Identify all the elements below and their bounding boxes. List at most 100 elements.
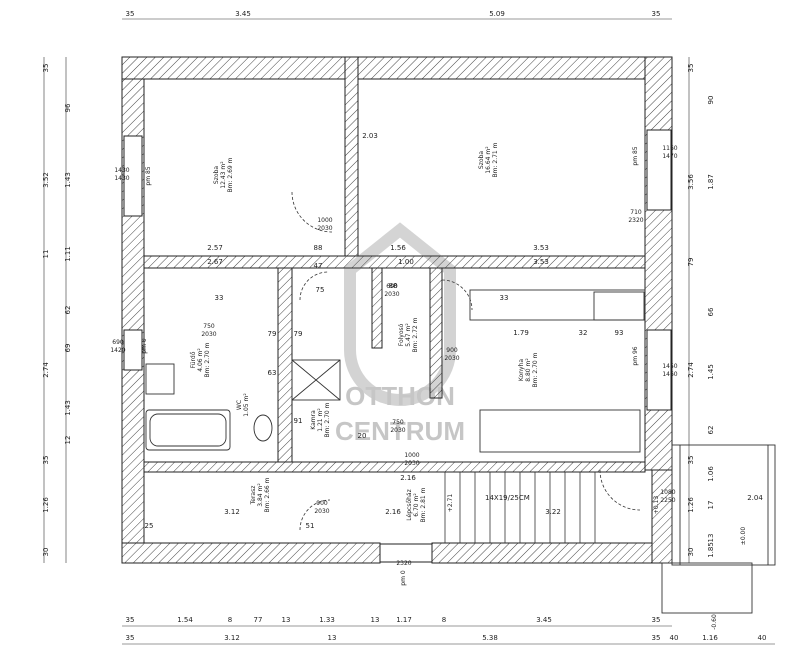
wall-chamber — [371, 267, 383, 349]
dim-interior: 93 — [615, 329, 624, 337]
dim-interior: 20 — [358, 432, 367, 440]
door-swing-hall — [299, 499, 331, 531]
dim-left: 69 — [64, 344, 72, 353]
dim-left: 35 — [42, 456, 50, 465]
opening-size: 2030 — [390, 427, 405, 434]
fixtures — [145, 289, 646, 453]
dim-interior: 2.03 — [362, 132, 378, 140]
level-mark: +0.13 — [653, 496, 660, 515]
parapet-height: pm 0 — [141, 338, 148, 354]
dim-interior: 2.67 — [207, 258, 223, 266]
dim-right: 1.45 — [707, 364, 715, 380]
opening-size: 1160 — [662, 145, 677, 152]
dim-interior: 88 — [389, 282, 398, 290]
opening-labels: 1430143011601470100020307102320690142075… — [110, 145, 747, 630]
opening-size: 1460 — [662, 371, 677, 378]
opening-size: 2250 — [660, 497, 675, 504]
dim-interior: 75 — [316, 286, 325, 294]
dim-bottom: 35 — [126, 634, 135, 642]
dim-right: 62 — [707, 426, 715, 435]
watermark-line1: OTTHON — [345, 381, 455, 411]
door-swing-terrace — [599, 469, 641, 511]
dim-right: 1.06 — [707, 466, 715, 482]
dim-bottom: 3.12 — [224, 634, 240, 642]
dim-bottom: 8 — [228, 616, 232, 624]
dim-left: 62 — [64, 306, 72, 315]
dim-right: 35 — [687, 456, 695, 465]
dim-bottom: 1.54 — [177, 616, 193, 624]
room-area: 5.47 m² — [405, 323, 412, 347]
opening-size: 2030 — [444, 355, 459, 362]
opening-size: 2320 — [396, 560, 411, 567]
opening-size: 1000 — [317, 217, 332, 224]
dim-interior: 3.12 — [224, 508, 240, 516]
room-height: Bm: 2.70 m — [324, 402, 331, 437]
dim-interior: 2.57 — [207, 244, 223, 252]
dim-top: 35 — [126, 10, 135, 18]
room-area: 16.64 m² — [485, 146, 492, 174]
dim-left: 30 — [42, 548, 50, 557]
dim-interior: 25 — [145, 522, 154, 530]
dim-bottom: 1.33 — [319, 616, 335, 624]
opening-size: 2030 — [384, 291, 399, 298]
room-name: Konyha — [518, 359, 525, 381]
kitchen-sink — [593, 291, 645, 321]
dim-interior: 79 — [294, 330, 303, 338]
opening-size: 600 — [386, 283, 398, 290]
dim-right: 66 — [707, 307, 715, 316]
room-height: Bm: 2.69 m — [227, 157, 234, 192]
wall-interior-north — [344, 56, 359, 258]
opening-size: 2030 — [201, 331, 216, 338]
wall-kitchen — [429, 267, 443, 399]
room-area: 4.06 m² — [197, 348, 204, 372]
dim-bottom: 13 — [328, 634, 337, 642]
door-swing-bath — [299, 271, 329, 301]
dim-top: 5.09 — [489, 10, 505, 18]
room-name: Terasz — [250, 486, 257, 506]
bathtub — [145, 409, 231, 451]
dim-right: 30 — [687, 548, 695, 557]
doors — [291, 191, 641, 531]
opening-size: 710 — [630, 209, 642, 216]
room-name: Lépcsőház — [406, 489, 413, 520]
opening-size: 2030 — [314, 508, 329, 515]
door-swing-bedroom — [291, 191, 333, 233]
level-mark: +2.71 — [447, 494, 454, 513]
staircase — [444, 472, 596, 543]
opening-size: 1450 — [662, 363, 677, 370]
room-name: Szoba — [213, 166, 220, 184]
dim-bottom: 35 — [652, 634, 661, 642]
opening-size: 2030 — [404, 460, 419, 467]
washbasin — [145, 363, 175, 395]
kitchen-counter — [469, 289, 646, 321]
dim-bottom: 40 — [758, 634, 767, 642]
dim-bottom: 35 — [126, 616, 135, 624]
windows — [123, 129, 672, 563]
dim-right: 3.56 — [687, 174, 695, 190]
room-area: 12.43 m² — [220, 161, 227, 189]
balcony — [661, 444, 776, 614]
opening-size: 750 — [392, 419, 404, 426]
dim-left: 35 — [42, 64, 50, 73]
opening-size: 1470 — [662, 153, 677, 160]
opening-size: 1080 — [660, 489, 675, 496]
opening-size: 750 — [203, 323, 215, 330]
window-bath — [123, 329, 143, 371]
level-mark: -0.60 — [711, 614, 718, 630]
dim-interior: 51 — [306, 522, 315, 530]
dim-interior: 91 — [294, 417, 303, 425]
kitchen-counter-lower — [479, 409, 641, 453]
dim-interior: 2.16 — [400, 474, 416, 482]
dim-interior: 3.53 — [533, 258, 549, 266]
room-name: WC — [236, 400, 243, 410]
wall-west — [121, 56, 145, 564]
room-area: 1.21 m² — [317, 408, 324, 432]
room-height: Bm: 2.70 m — [532, 352, 539, 387]
